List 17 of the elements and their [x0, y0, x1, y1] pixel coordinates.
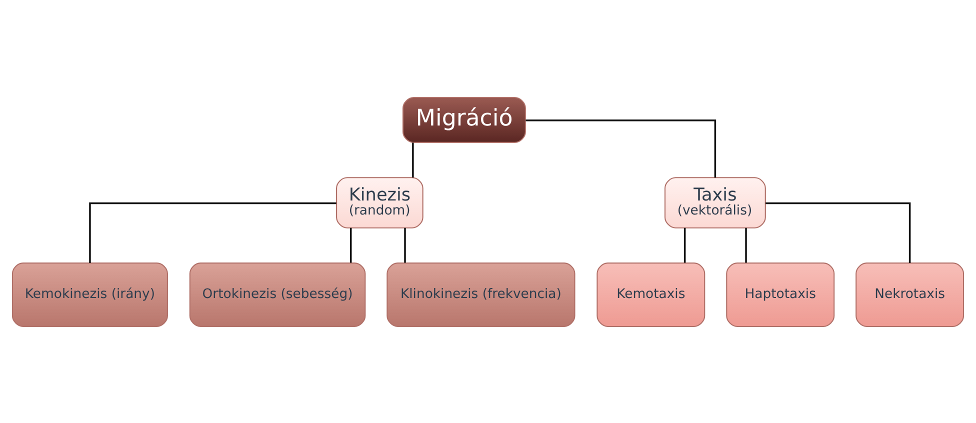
node-box: Kemokinezis (irány) — [12, 262, 168, 326]
node-box: Haptotaxis — [726, 262, 835, 326]
connector — [766, 202, 911, 262]
node-box: Ortokinezis (sebesség) — [189, 262, 366, 326]
connector — [350, 227, 352, 262]
connector — [404, 227, 406, 262]
connector — [526, 119, 716, 178]
node-box: Taxis (vektorális) — [664, 176, 766, 228]
node-box: Kemotaxis — [596, 262, 706, 326]
connector — [684, 227, 686, 262]
connector — [89, 202, 336, 262]
node-box: Klinokinezis (frekvencia) — [386, 262, 576, 326]
connector — [412, 142, 414, 178]
connector — [745, 227, 747, 262]
node-box: Kinezis (random) — [336, 176, 424, 228]
node-box: Nekrotaxis — [856, 262, 964, 326]
node-box: Migráció — [402, 96, 526, 142]
